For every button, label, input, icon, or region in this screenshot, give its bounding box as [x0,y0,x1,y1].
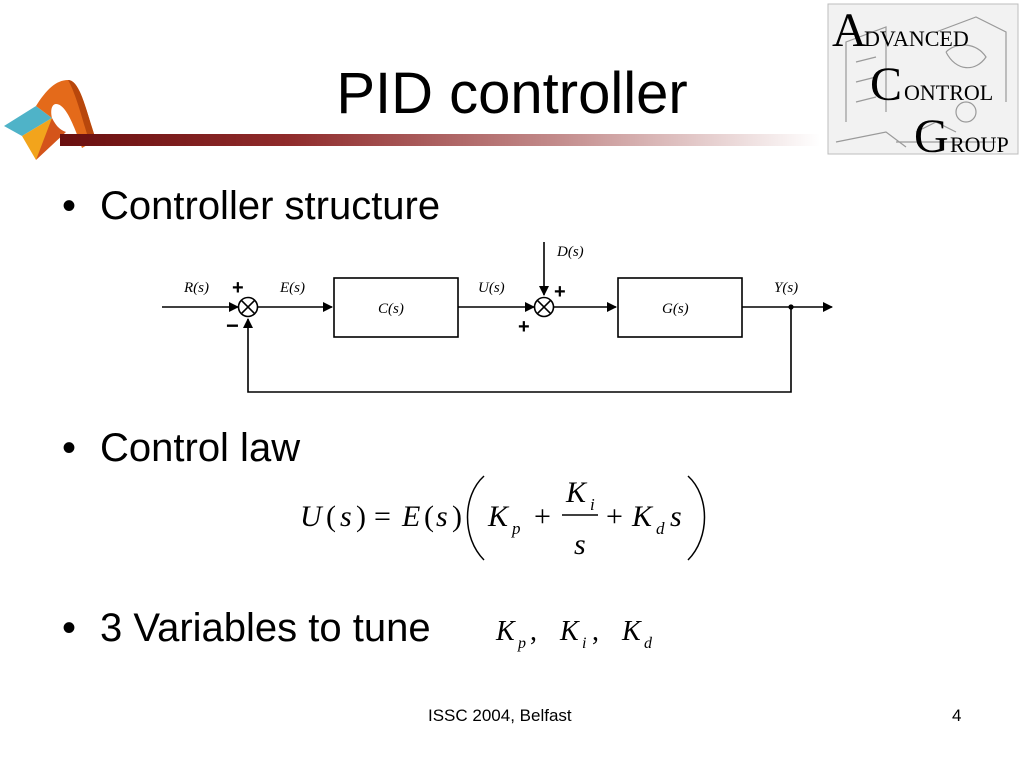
eq-s-2: s [436,500,448,533]
title-underline [60,134,820,146]
footer-text: ISSC 2004, Belfast [428,706,572,725]
logo-letter-g: G [914,110,949,156]
var-kd-k: K [621,616,642,647]
var-kp-sub: p [517,635,526,652]
tune-variables: K p , K i , K d [495,616,653,652]
signal-d-label: D(s) [556,244,584,260]
logo-letter-a: A [832,4,867,57]
eq-e: E [401,500,420,533]
feedback-path [243,307,792,393]
eq-equals: = [374,500,391,533]
bullet-text: 3 Variables to tune [100,606,431,650]
eq-kd-k: K [631,500,654,533]
logo-letter-c: C [870,58,902,111]
bullet-variables-to-tune: • 3 Variables to tune [62,606,431,651]
eq-kd-s: s [670,500,682,533]
matlab-logo-icon [4,80,96,160]
sum1-plus-sign: + [232,277,244,299]
summing-junction-2 [533,296,555,318]
eq-lparen-2: ( [424,500,434,533]
signal-u-label: U(s) [478,280,505,296]
eq-frac-s: s [574,528,586,561]
var-ki-sub: i [582,635,586,652]
controller-label: C(s) [378,301,404,317]
eq-rparen-1: ) [356,500,366,533]
page-number: 4 [952,706,962,725]
var-kp-k: K [495,616,516,647]
bullet-text: Controller structure [100,184,441,228]
var-kd-sub: d [644,635,653,652]
bullet-dot: • [62,426,77,470]
eq-plus-2: + [606,500,623,533]
control-law-equation: U ( s ) = E ( s ) K p + K i s + K d s [300,475,706,561]
sum1-minus-sign: − [226,313,239,338]
bullet-text: Control law [100,426,301,470]
page-title: PID controller [336,61,688,126]
eq-big-rparen [687,475,706,561]
bullet-control-law: • Control law [62,426,300,471]
signal-e-label: E(s) [279,280,305,296]
var-ki-k: K [559,616,580,647]
logo-word-group: ROUP [950,132,1009,156]
eq-ki-k: K [565,476,588,509]
var-comma-2: , [592,616,599,647]
eq-kd-sub: d [656,519,665,538]
advanced-control-group-logo: A DVANCED C ONTROL G ROUP [827,3,1019,156]
logo-word-control: ONTROL [904,80,993,105]
eq-u: U [300,500,324,533]
eq-big-lparen [466,475,485,561]
block-diagram: R(s) E(s) C(s) U(s) D(s) G(s) Y(s) + − +… [162,242,833,393]
plant-label: G(s) [662,301,689,317]
bullet-dot: • [62,184,77,228]
summing-junction-1 [237,296,259,318]
sum2-plus-bottom: + [518,316,530,338]
eq-kp-k: K [487,500,510,533]
bullet-controller-structure: • Controller structure [62,184,440,229]
eq-kp-sub: p [511,519,521,538]
signal-y-label: Y(s) [774,280,798,296]
eq-lparen-1: ( [326,500,336,533]
logo-sketch-icon [835,16,1007,148]
bullet-dot: • [62,606,77,650]
var-comma-1: , [530,616,537,647]
pickoff-point [788,304,794,310]
signal-r-label: R(s) [183,280,209,296]
eq-plus-1: + [534,500,551,533]
eq-ki-sub: i [590,495,595,514]
logo-word-advanced: DVANCED [864,26,969,51]
eq-s-1: s [340,500,352,533]
sum2-plus-right: + [554,281,566,303]
eq-rparen-2: ) [452,500,462,533]
